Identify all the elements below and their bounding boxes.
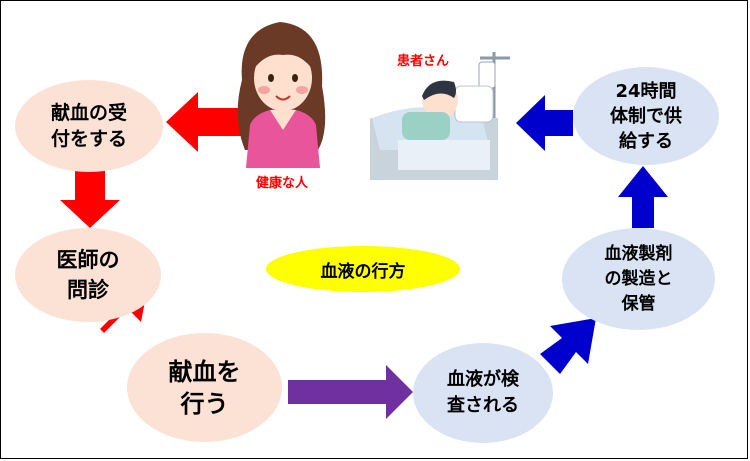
step-reception: 献血の受 付をする — [15, 80, 163, 172]
step-manufacture-storage: 血液製剤 の製造と 保管 — [562, 228, 715, 330]
step-24h-supply: 24時間 体制で供 給する — [573, 67, 719, 165]
healthy-person-label: 健康な人 — [256, 176, 309, 191]
arrow-seizou-to-kyokyu — [618, 166, 668, 228]
arrow-kenketsu-to-kensa — [288, 365, 413, 419]
arrow-woman-to-uketsuke — [166, 92, 243, 152]
healthy-woman-illustration — [237, 22, 326, 168]
step-donation: 献血を 行う — [127, 333, 282, 442]
step-doctor-interview: 医師の 問診 — [15, 228, 161, 322]
diagram-title: 血液の行方 — [266, 246, 460, 292]
patient-label: 患者さん — [397, 54, 450, 69]
arrow-kensa-to-seizou — [540, 318, 596, 374]
hospital-patient-illustration — [370, 52, 510, 180]
step-blood-testing: 血液が検 査される — [413, 343, 553, 443]
arrow-kyokyu-to-patient — [516, 95, 573, 151]
arrow-uketsuke-to-monshin — [60, 168, 120, 228]
